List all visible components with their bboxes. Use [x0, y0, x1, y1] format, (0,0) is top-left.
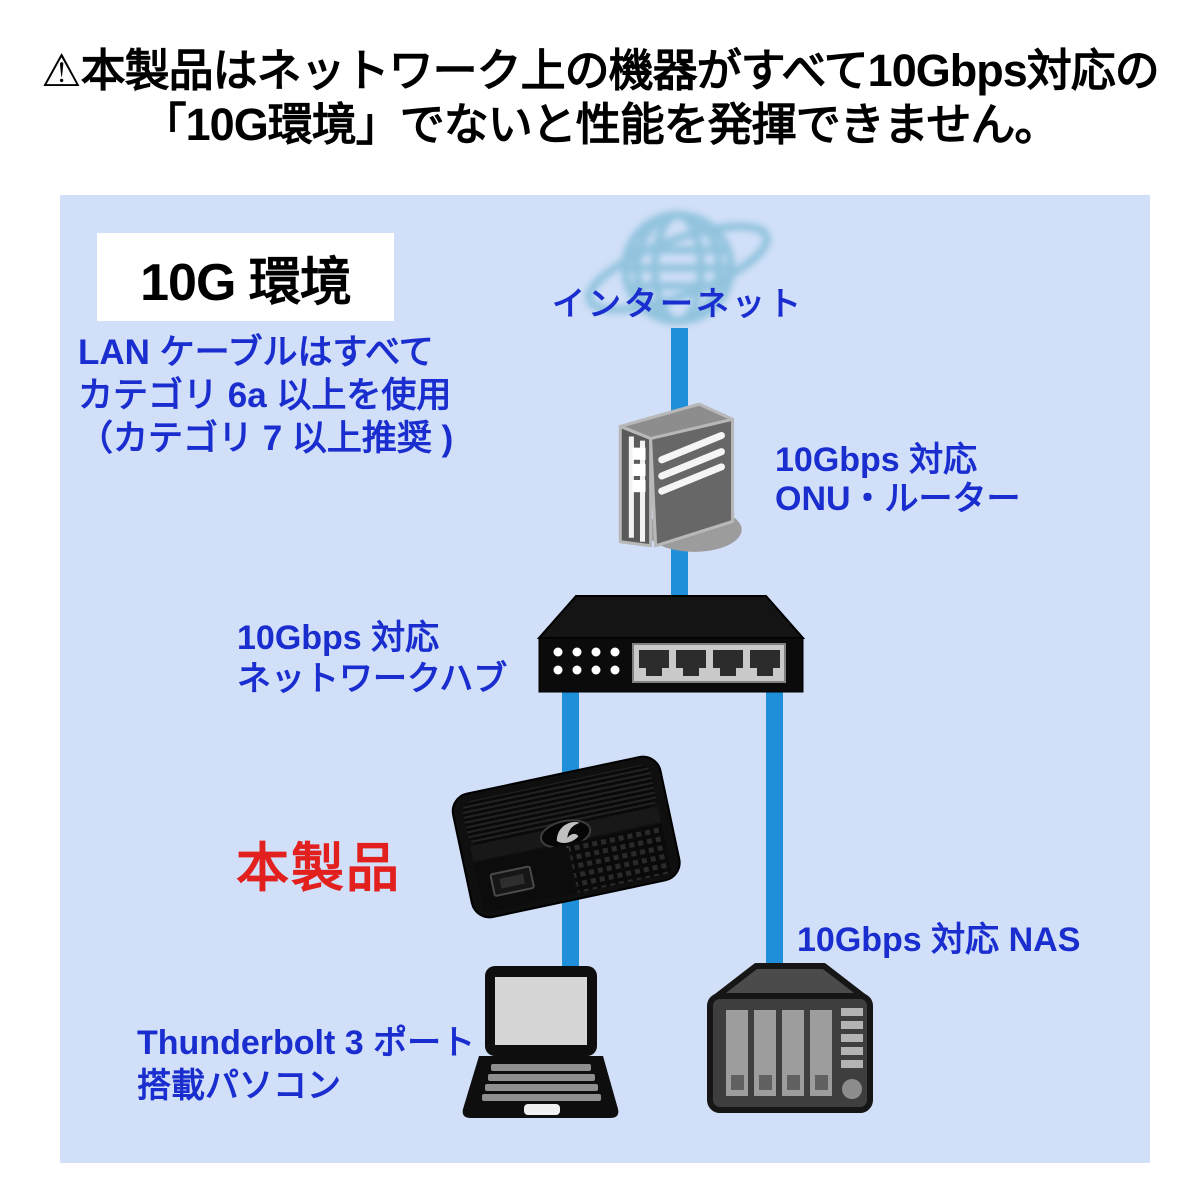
laptop-icon: [462, 966, 619, 1118]
title-line-1-text: 本製品はネットワーク上の機器がすべて10Gbps対応の: [80, 45, 1160, 96]
hub-label-line-1: 10Gbps 対応: [237, 619, 440, 657]
cable-note-line-1: LAN ケーブルはすべて: [78, 333, 434, 372]
hub-label-line-2: ネットワークハブ: [237, 660, 508, 698]
onu-label-line-2: ONU・ルーター: [775, 480, 1021, 518]
internet-label: インターネット: [552, 285, 804, 322]
globe-icon: [585, 211, 771, 325]
network-hub-icon: [536, 595, 806, 693]
pc-label-line-2: 搭載パソコン: [137, 1067, 341, 1105]
cable-note: LAN ケーブルはすべて カテゴリ 6a 以上を使用 （カテゴリ 7 以上推奨 …: [78, 331, 453, 460]
lan-cable-hub-to-nas: [766, 678, 783, 975]
network-hub-label: 10Gbps 対応 ネットワークハブ: [237, 618, 507, 700]
onu-router-label: 10Gbps 対応 ONU・ルーター: [775, 441, 1021, 519]
cable-note-line-2: カテゴリ 6a 以上を使用: [78, 376, 452, 415]
product-label: 本製品: [236, 839, 401, 898]
pc-label: Thunderbolt 3 ポート 搭載パソコン: [137, 1022, 475, 1108]
title-line-1: ⚠本製品はネットワーク上の機器がすべて10Gbps対応の: [0, 44, 1200, 98]
nas-label: 10Gbps 対応 NAS: [797, 921, 1081, 959]
pc-label-line-1: Thunderbolt 3 ポート: [137, 1024, 476, 1062]
onu-label-line-1: 10Gbps 対応: [775, 441, 978, 479]
nas-icon: [707, 963, 873, 1113]
environment-label-box: 10G 環境: [97, 233, 394, 321]
page-title: ⚠本製品はネットワーク上の機器がすべて10Gbps対応の 「10G環境」でないと…: [0, 44, 1200, 152]
title-line-2: 「10G環境」でないと性能を発揮できません。: [141, 99, 1060, 150]
product-device-image: [451, 755, 681, 919]
warning-icon: ⚠: [41, 45, 81, 96]
onu-router-icon: [618, 402, 742, 552]
cable-note-line-3: （カテゴリ 7 以上推奨 ): [78, 419, 454, 458]
